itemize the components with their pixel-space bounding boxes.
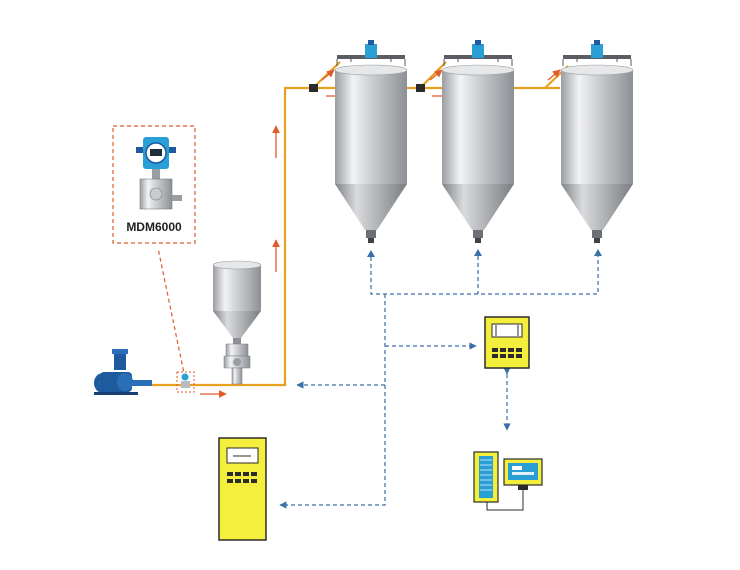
flow-arrow xyxy=(429,69,443,81)
diverter-valve-1 xyxy=(309,84,318,92)
main-control-cabinet xyxy=(218,437,267,541)
silo-2 xyxy=(441,39,515,244)
silo-signal-arrows xyxy=(367,249,602,257)
silo-signal-bus xyxy=(370,256,599,295)
silo2-inlet-branch xyxy=(419,61,447,89)
rotary-valve-icon xyxy=(225,343,249,357)
feed-hopper xyxy=(212,260,262,344)
control-panel xyxy=(484,316,530,369)
blower-icon xyxy=(114,352,126,370)
diverter-valve-2 xyxy=(416,84,425,92)
plc-and-computer xyxy=(473,451,543,511)
silo3-signal-arrow xyxy=(594,249,602,256)
flow-arrow xyxy=(547,69,561,81)
silo-1 xyxy=(334,39,408,244)
blower xyxy=(94,349,152,395)
transmitter-callout xyxy=(112,125,196,244)
diverter-valves xyxy=(309,84,425,92)
signal-lines xyxy=(157,247,599,509)
signal-to-plc-cabinet xyxy=(279,294,386,509)
hopper-icon xyxy=(213,265,261,311)
pressure-transmitter-icon xyxy=(181,373,189,381)
flow-arrow xyxy=(321,69,335,81)
inline-transmitter xyxy=(176,371,195,393)
rotary-valve xyxy=(223,343,251,385)
silo1-signal-arrow xyxy=(367,250,375,257)
silo-3 xyxy=(560,39,634,244)
silo2-signal-arrow xyxy=(474,249,482,256)
transmitter-model-label: MDM6000 xyxy=(126,220,182,234)
transmitter-callout-leader xyxy=(157,247,186,379)
